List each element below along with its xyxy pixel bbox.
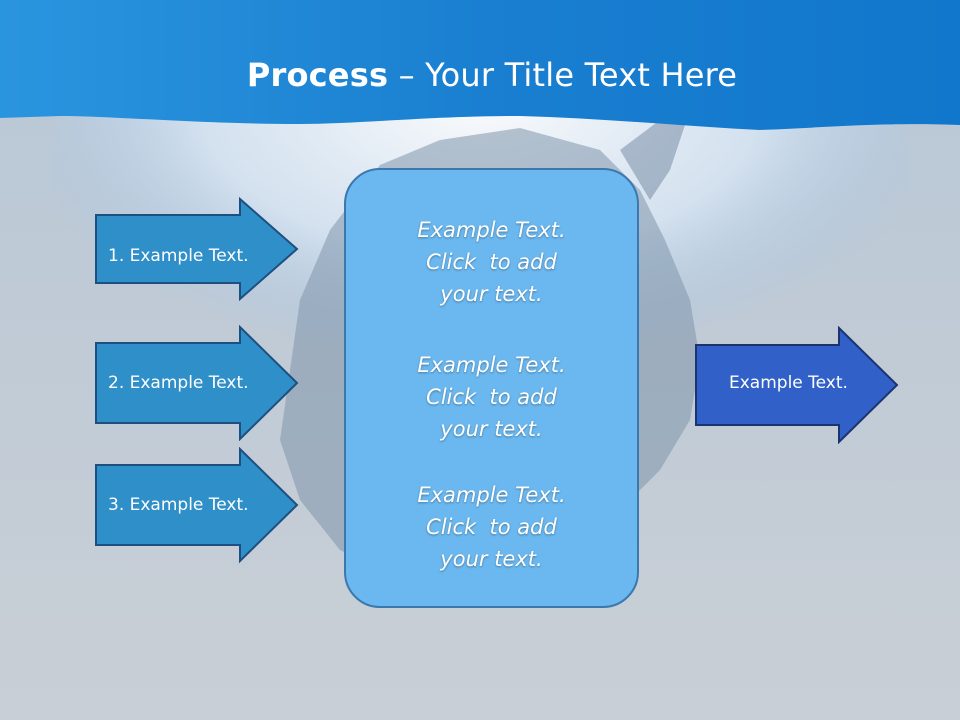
input-arrow-1-label: 1. Example Text. [108, 246, 249, 266]
process-item-1: Example Text. Click to add your text. [346, 214, 637, 310]
input-arrow-3-label: 3. Example Text. [108, 495, 249, 515]
process-item-2-line1: Example Text. [417, 353, 566, 377]
process-item-2-line2: Click to add [426, 385, 557, 409]
slide-title: Process – Your Title Text Here [0, 52, 960, 98]
title-rest: – Your Title Text Here [388, 56, 738, 94]
process-item-1-line1: Example Text. [417, 218, 566, 242]
output-arrow [695, 326, 899, 444]
title-strong: Process [246, 56, 389, 94]
process-item-3-line2: Click to add [426, 515, 557, 539]
input-arrow-2 [95, 325, 299, 441]
input-arrow-2-label: 2. Example Text. [108, 373, 249, 393]
output-arrow-label: Example Text. [729, 373, 848, 393]
process-item-1-line2: Click to add [426, 250, 557, 274]
process-item-2: Example Text. Click to add your text. [346, 349, 637, 445]
input-arrow-3 [95, 447, 299, 564]
process-item-3: Example Text. Click to add your text. [346, 479, 637, 575]
process-item-3-line1: Example Text. [417, 483, 566, 507]
process-box: Example Text. Click to add your text. Ex… [344, 168, 639, 608]
process-item-3-line3: your text. [440, 547, 543, 571]
process-item-1-line3: your text. [440, 282, 543, 306]
process-item-2-line3: your text. [440, 417, 543, 441]
input-arrow-1 [95, 197, 299, 301]
